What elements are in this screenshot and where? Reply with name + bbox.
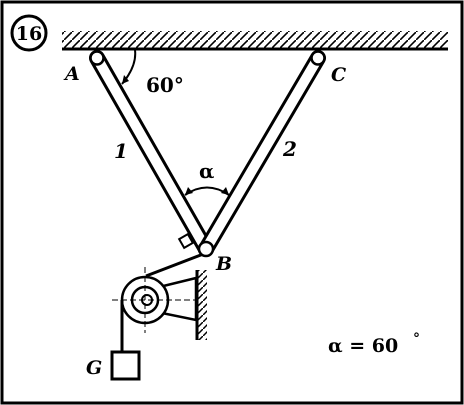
rod-2: [198, 50, 326, 257]
label-angle-60: 60°: [146, 73, 184, 97]
label-rod-2: 2: [282, 137, 297, 161]
pin-a: [89, 50, 105, 66]
rope-upper: [145, 251, 207, 278]
angle-60-arc: [121, 49, 137, 85]
label-weight-g: G: [86, 357, 102, 379]
given-degree-mark: °: [413, 331, 420, 347]
label-a: A: [63, 63, 80, 85]
pin-c: [310, 50, 326, 66]
ceiling: [62, 31, 448, 51]
problem-number: 16: [16, 23, 42, 45]
right-angle-marker: [177, 232, 195, 250]
wall: [195, 270, 207, 340]
angle-alpha-arc: [184, 186, 230, 196]
problem-number-badge: 16: [10, 14, 48, 52]
weight-block: [110, 350, 141, 381]
pin-b: [197, 240, 215, 258]
label-c: C: [331, 64, 346, 86]
label-b: B: [215, 253, 232, 275]
label-rod-1: 1: [114, 139, 128, 163]
given-alpha: α = 60: [328, 335, 398, 357]
label-alpha: α: [199, 159, 214, 183]
rod-1: [89, 50, 214, 257]
